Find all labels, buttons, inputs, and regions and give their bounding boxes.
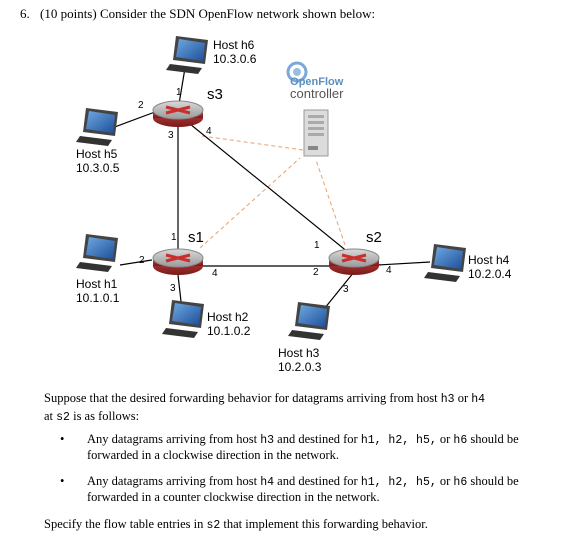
bullet-1-part-b: and destined for [274, 432, 361, 446]
question-number: 6. [20, 6, 30, 21]
host-h3-ip: 10.2.0.3 [278, 360, 322, 374]
intro-text-b: at [44, 409, 57, 423]
port-s2-4: 4 [386, 265, 392, 276]
port-s2-1: 1 [314, 240, 320, 251]
host-h2-ip: 10.1.0.2 [207, 324, 251, 338]
host-h3-label: Host h3 10.2.0.3 [278, 346, 321, 374]
host-h2-name: Host h2 [207, 310, 249, 324]
port-s1-4: 4 [212, 268, 218, 279]
port-s3-4: 4 [206, 126, 212, 137]
host-h4-computer-icon [424, 244, 466, 282]
control-link-s2 [315, 159, 346, 246]
final-switch-s2: s2 [206, 519, 221, 532]
router-s1-icon [152, 248, 204, 275]
switch-s2-label: s2 [366, 229, 382, 246]
bullet-2-text: Any datagrams arriving from host h4 and … [87, 474, 557, 505]
link-s3-s2 [189, 123, 355, 258]
intro-or: or [454, 391, 472, 405]
bullet-1-part-c: should be forwarded in a clockwise direc… [87, 432, 519, 462]
bullet-2-host: h4 [260, 476, 275, 489]
router-s2-icon [328, 248, 380, 275]
controller-label: OpenFlow controller [290, 76, 343, 100]
link-s3-h5 [111, 111, 156, 129]
bullet-1-part-a: Any datagrams arriving from host [87, 432, 261, 446]
intro-host-h3: h3 [440, 393, 455, 406]
bullet-1-marker: • [60, 432, 65, 446]
port-s2-2: 2 [313, 267, 319, 278]
bullet-2-part-b: and destined for [274, 474, 361, 488]
final-part-a: Specify the flow table entries in [44, 517, 207, 531]
host-h3-name: Host h3 [278, 346, 320, 360]
host-h4-label: Host h4 10.2.0.4 [468, 253, 511, 281]
bullet-2-dests: h1, h2, h5, [360, 476, 437, 489]
host-h5-computer-icon [76, 108, 118, 146]
question-heading: 6. (10 points) Consider the SDN OpenFlow … [20, 6, 375, 22]
openflow-logo-icon [286, 61, 308, 83]
bullet-1-dests: h1, h2, h5, [360, 434, 437, 447]
controller-server-icon [303, 109, 329, 157]
network-diagram [76, 36, 466, 340]
intro-host-h4: h4 [471, 393, 486, 406]
intro-switch-s2: s2 [56, 411, 70, 424]
intro-paragraph: Suppose that the desired forwarding beha… [44, 390, 564, 426]
port-s3-2: 2 [138, 100, 144, 111]
bullet-2-part-c: should be forwarded in a counter clockwi… [87, 474, 519, 504]
final-part-b: that implement this forwarding behavior. [220, 517, 428, 531]
intro-text-a: Suppose that the desired forwarding beha… [44, 391, 441, 405]
bullet-1-last: h6 [453, 434, 468, 447]
host-h3-computer-icon [288, 302, 330, 340]
port-s3-3: 3 [168, 130, 174, 141]
bullet-1-text: Any datagrams arriving from host h3 and … [87, 432, 557, 463]
control-links [199, 135, 346, 249]
bullet-1-or: or [436, 432, 454, 446]
host-h5-ip: 10.3.0.5 [76, 161, 120, 175]
control-link-s1 [199, 157, 301, 249]
link-s2-h4 [377, 261, 431, 266]
final-instruction: Specify the flow table entries in s2 tha… [44, 516, 564, 534]
bullet-2-or: or [436, 474, 454, 488]
host-h6-label: Host h6 10.3.0.6 [213, 38, 256, 66]
host-h2-computer-icon [162, 300, 204, 338]
bullet-1-host: h3 [260, 434, 275, 447]
port-s1-3: 3 [170, 283, 176, 294]
host-h6-computer-icon [166, 36, 208, 74]
switch-s3-label: s3 [207, 86, 223, 103]
host-h1-name: Host h1 [76, 277, 118, 291]
host-h1-label: Host h1 10.1.0.1 [76, 277, 119, 305]
host-h5-label: Host h5 10.3.0.5 [76, 147, 119, 175]
host-h1-computer-icon [76, 234, 118, 272]
bullet-2-marker: • [60, 474, 65, 488]
host-h4-ip: 10.2.0.4 [468, 267, 512, 281]
host-h4-name: Host h4 [468, 253, 510, 267]
port-s2-3: 3 [343, 284, 349, 295]
host-h2-label: Host h2 10.1.0.2 [207, 310, 250, 338]
controller-label-line2: controller [290, 86, 344, 101]
router-s3-icon [152, 100, 204, 127]
controller-label-line1: OpenFlow [290, 76, 344, 88]
intro-text-c: is as follows: [69, 409, 140, 423]
port-s1-2: 2 [139, 255, 145, 266]
control-link-s3 [201, 135, 304, 151]
port-s3-1: 1 [176, 87, 182, 98]
link-s1-h1 [119, 259, 153, 266]
port-s1-1: 1 [171, 232, 177, 243]
host-h6-ip: 10.3.0.6 [213, 52, 257, 66]
bullet-2-part-a: Any datagrams arriving from host [87, 474, 261, 488]
host-h6-name: Host h6 [213, 38, 255, 52]
host-h1-ip: 10.1.0.1 [76, 291, 120, 305]
switch-s1-label: s1 [188, 229, 204, 246]
question-title: (10 points) Consider the SDN OpenFlow ne… [40, 6, 376, 21]
host-h5-name: Host h5 [76, 147, 118, 161]
bullet-2-last: h6 [453, 476, 468, 489]
